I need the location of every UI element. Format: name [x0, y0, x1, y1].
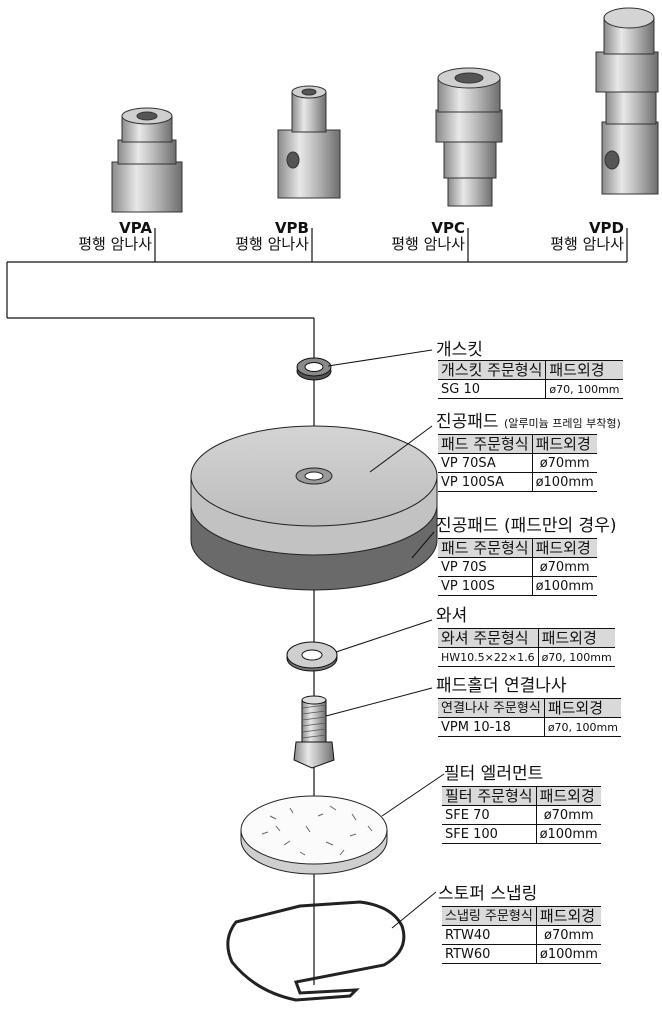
- part-title-filter-element: 필터 엘러먼트: [444, 764, 543, 784]
- part-title-text: 필터 엘러먼트: [444, 764, 543, 784]
- part-title-holder-screw: 패드홀더 연결나사: [436, 676, 567, 696]
- spec-col2-header: 패드외경: [538, 629, 615, 648]
- spec-model: SG 10: [438, 380, 546, 399]
- spec-diameter: ø100mm: [532, 473, 597, 492]
- washer-image: [287, 642, 337, 671]
- part-title-washer: 와셔: [436, 606, 467, 626]
- spec-model: VP 70S: [438, 558, 532, 577]
- spec-col2-header: 패드외경: [532, 435, 597, 454]
- spec-diameter: ø100mm: [536, 825, 601, 844]
- snap-ring-image: [228, 902, 404, 1000]
- fitting-vpd-label: VPD 평행 암나사: [504, 220, 624, 253]
- spec-col2-header: 패드외경: [536, 787, 601, 806]
- vpd-fitting-image: [596, 8, 658, 194]
- spec-col1-header: 필터 주문형식: [442, 787, 536, 806]
- spec-col1-header: 패드 주문형식: [438, 435, 532, 454]
- fitting-code: VPA: [52, 220, 152, 236]
- part-title-vacuum-pad-only: 진공패드 (패드만의 경우): [436, 516, 616, 536]
- part-title-note: (알루미늄 프레임 부착형): [504, 417, 621, 430]
- spec-diameter: ø70, 100mm: [546, 380, 623, 399]
- spec-model: SFE 100: [442, 825, 536, 844]
- part-title-gasket: 개스킷: [436, 340, 483, 360]
- spec-model: RTW60: [442, 945, 536, 964]
- spec-model: VP 100S: [438, 577, 532, 596]
- fitting-desc: 평행 암나사: [345, 236, 465, 253]
- spec-diameter: ø70mm: [532, 454, 597, 473]
- spec-col1-header: 스냅링 주문형식: [442, 907, 536, 926]
- part-title-text: 진공패드 (패드만의 경우): [436, 516, 616, 536]
- holder-screw-image: [294, 696, 334, 768]
- spec-diameter: ø70, 100mm: [544, 718, 621, 737]
- spec-model: RTW40: [442, 926, 536, 945]
- spec-diameter: ø70mm: [536, 806, 601, 825]
- part-title-text: 진공패드: [436, 412, 499, 432]
- spec-col1-header: 연결나사 주문형식: [438, 699, 544, 718]
- spec-col2-header: 패드외경: [536, 907, 601, 926]
- fitting-vpb-label: VPB 평행 암나사: [189, 220, 309, 253]
- spec-model: VP 100SA: [438, 473, 532, 492]
- fitting-code: VPD: [524, 220, 624, 236]
- fitting-vpc-label: VPC 평행 암나사: [345, 220, 465, 253]
- part-title-text: 패드홀더 연결나사: [436, 676, 567, 696]
- spec-col2-header: 패드외경: [544, 699, 621, 718]
- fitting-code: VPC: [365, 220, 465, 236]
- spec-diameter: ø100mm: [536, 945, 601, 964]
- vpa-fitting-image: [112, 108, 182, 212]
- vpc-fitting-image: [436, 68, 502, 206]
- spec-col2-header: 패드외경: [532, 539, 597, 558]
- gasket-image: [297, 358, 331, 380]
- spec-model: SFE 70: [442, 806, 536, 825]
- fitting-vpa-label: VPA 평행 암나사: [32, 220, 152, 253]
- fitting-desc: 평행 암나사: [32, 236, 152, 253]
- spec-diameter: ø70, 100mm: [538, 648, 615, 667]
- spec-col1-header: 와셔 주문형식: [438, 629, 538, 648]
- spec-col1-header: 개스킷 주문형식: [438, 361, 546, 380]
- spec-col2-header: 패드외경: [546, 361, 623, 380]
- part-title-text: 개스킷: [436, 340, 483, 360]
- spec-model: HW10.5×22×1.6: [438, 648, 538, 667]
- spec-diameter: ø70mm: [532, 558, 597, 577]
- spec-diameter: ø70mm: [536, 926, 601, 945]
- spec-col1-header: 패드 주문형식: [438, 539, 532, 558]
- spec-diameter: ø100mm: [532, 577, 597, 596]
- part-title-text: 스토퍼 스냅링: [438, 884, 537, 904]
- filter-element-image: [241, 796, 387, 874]
- part-title-text: 와셔: [436, 606, 467, 626]
- fitting-desc: 평행 암나사: [504, 236, 624, 253]
- part-title-snap-ring: 스토퍼 스냅링: [438, 884, 537, 904]
- spec-model: VP 70SA: [438, 454, 532, 473]
- spec-model: VPM 10-18: [438, 718, 544, 737]
- vpb-fitting-image: [278, 86, 340, 198]
- fitting-code: VPB: [209, 220, 309, 236]
- part-title-vacuum-pad-frame: 진공패드 (알루미늄 프레임 부착형): [436, 412, 621, 434]
- vacuum-pad-image: [191, 426, 437, 590]
- fitting-desc: 평행 암나사: [189, 236, 309, 253]
